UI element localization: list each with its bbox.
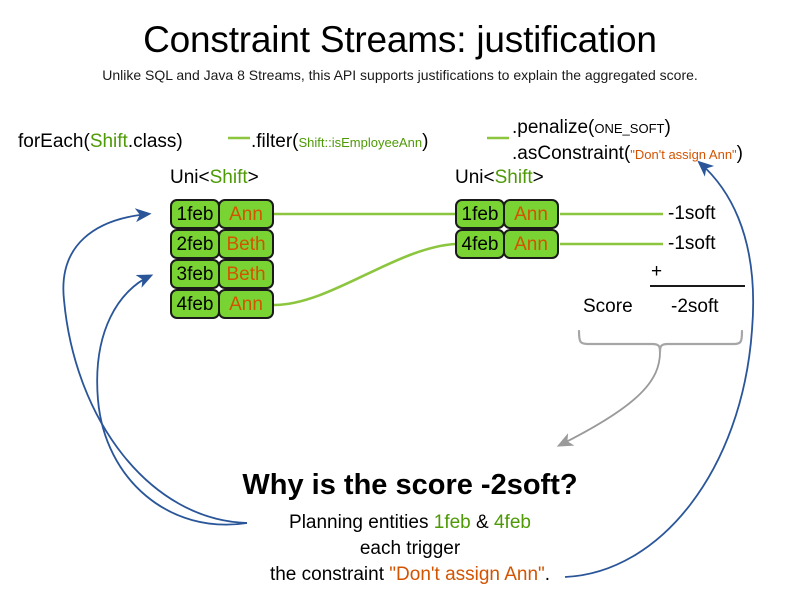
page-title: Constraint Streams: justification [143,19,657,60]
explanation-line-3: the constraint "Don't assign Ann". [110,563,710,587]
shift-pill[interactable]: 3feb Beth [170,259,274,289]
stream-label-left-prefix: Uni< [170,167,210,188]
code-as-constraint-prefix: .asConstraint( [512,143,631,164]
stream-label-right: Uni<Shift> [455,167,544,189]
code-as-constraint-arg: "Don't assign Ann" [630,147,737,162]
code-penalize: .penalize(ONE_SOFT) [512,116,671,141]
shift-pill-date: 2feb [170,229,220,259]
stream-label-left-type: Shift [209,167,248,188]
shift-pill-date: 1feb [170,199,220,229]
explanation-line3-prefix: the constraint [269,564,390,585]
score-label: Score [583,296,633,317]
code-penalize-prefix: .penalize( [512,117,595,138]
shift-pill-employee: Ann [218,289,274,319]
explanation-line3-suffix: . [544,564,551,585]
explanation-entity-4feb: 4feb [493,512,531,533]
shift-pill-date: 4feb [170,289,220,319]
stream-label-right-suffix: > [532,167,544,188]
stream-right-pills: 1feb Ann 4feb Ann [455,199,559,259]
code-foreach-type: Shift [89,131,128,152]
stream-label-right-prefix: Uni< [455,167,495,188]
stream-label-right-type: Shift [494,167,533,188]
shift-pill[interactable]: 4feb Ann [170,289,274,319]
explanation-entity-1feb: 1feb [433,512,471,533]
shift-pill-date: 3feb [170,259,220,289]
code-foreach: forEach(Shift.class) [18,130,183,154]
score-sum-rule [650,285,745,287]
code-filter: .filter(Shift::isEmployeeAnn) [251,130,428,155]
shift-pill-date: 4feb [455,229,505,259]
score-total-value: -2soft [671,296,719,317]
code-filter-prefix: .filter( [251,131,299,152]
explanation-heading: Why is the score -2soft? [242,469,578,501]
score-brace [577,329,744,353]
code-foreach-prefix: forEach( [18,131,90,152]
stream-label-left: Uni<Shift> [170,167,259,189]
shift-pill-employee: Ann [503,229,559,259]
score-plus-sign: + [651,261,663,282]
code-as-constraint-suffix: ) [736,143,743,164]
code-foreach-suffix: .class) [127,131,183,152]
penalty-label-4feb: -1soft [668,233,716,254]
shift-pill[interactable]: 4feb Ann [455,229,559,259]
shift-pill-date: 1feb [455,199,505,229]
connector-shift-4feb [273,242,456,307]
shift-pill[interactable]: 1feb Ann [455,199,559,229]
shift-pill-employee: Beth [218,229,274,259]
explanation-line1-amp: & [470,512,494,533]
penalty-label-1feb: -1soft [668,203,716,224]
code-as-constraint: .asConstraint("Don't assign Ann") [512,142,743,167]
stream-left-pills: 1feb Ann 2feb Beth 3feb Beth 4feb Ann [170,199,274,319]
shift-pill-employee: Ann [503,199,559,229]
shift-pill[interactable]: 1feb Ann [170,199,274,229]
code-penalize-suffix: ) [664,117,671,138]
shift-pill[interactable]: 2feb Beth [170,229,274,259]
code-filter-suffix: ) [422,131,429,152]
code-filter-method-ref: Shift::isEmployeeAnn [298,135,423,150]
page-subtitle: Unlike SQL and Java 8 Streams, this API … [102,67,698,83]
shift-pill-employee: Ann [218,199,274,229]
explanation-line1-prefix: Planning entities [289,512,434,533]
explanation-line-1: Planning entities 1feb & 4feb [110,511,710,535]
shift-pill-employee: Beth [218,259,274,289]
explanation-line-2: each trigger [359,538,461,559]
code-penalize-arg: ONE_SOFT [594,121,665,136]
stream-label-left-suffix: > [247,167,259,188]
explanation-constraint-name: "Don't assign Ann" [389,564,545,585]
score-explanation-arrow [556,351,661,447]
